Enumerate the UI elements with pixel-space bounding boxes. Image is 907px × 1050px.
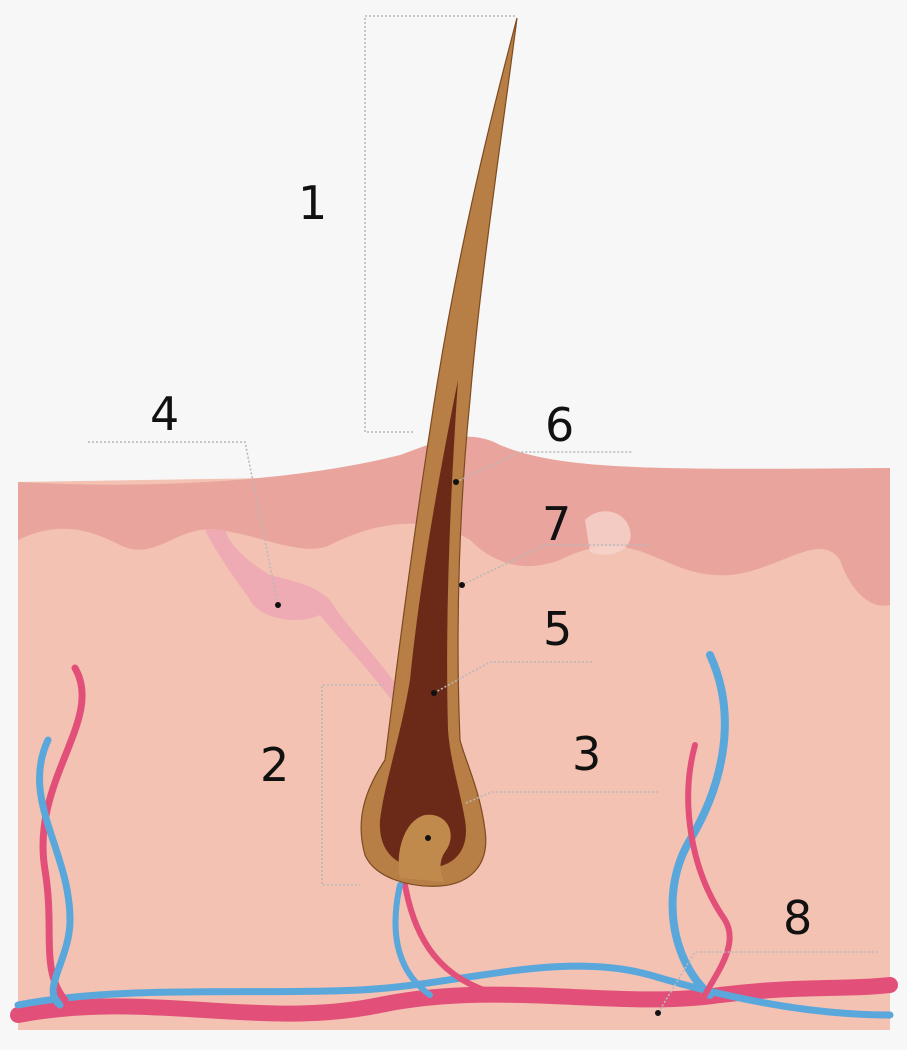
- label-3: 3: [572, 727, 601, 781]
- label-6: 6: [545, 398, 574, 452]
- label-7: 7: [542, 497, 571, 551]
- label-2: 2: [260, 738, 289, 792]
- pointer-dot-7: [459, 582, 465, 588]
- pointer-dot-8: [655, 1010, 661, 1016]
- label-5: 5: [543, 602, 572, 656]
- label-1: 1: [298, 176, 327, 230]
- pointer-dot-6: [453, 479, 459, 485]
- label-4: 4: [150, 387, 179, 441]
- pointer-dot-4: [275, 602, 281, 608]
- label-8: 8: [783, 891, 812, 945]
- pointer-dot-3: [425, 835, 431, 841]
- pointer-dot-5: [431, 690, 437, 696]
